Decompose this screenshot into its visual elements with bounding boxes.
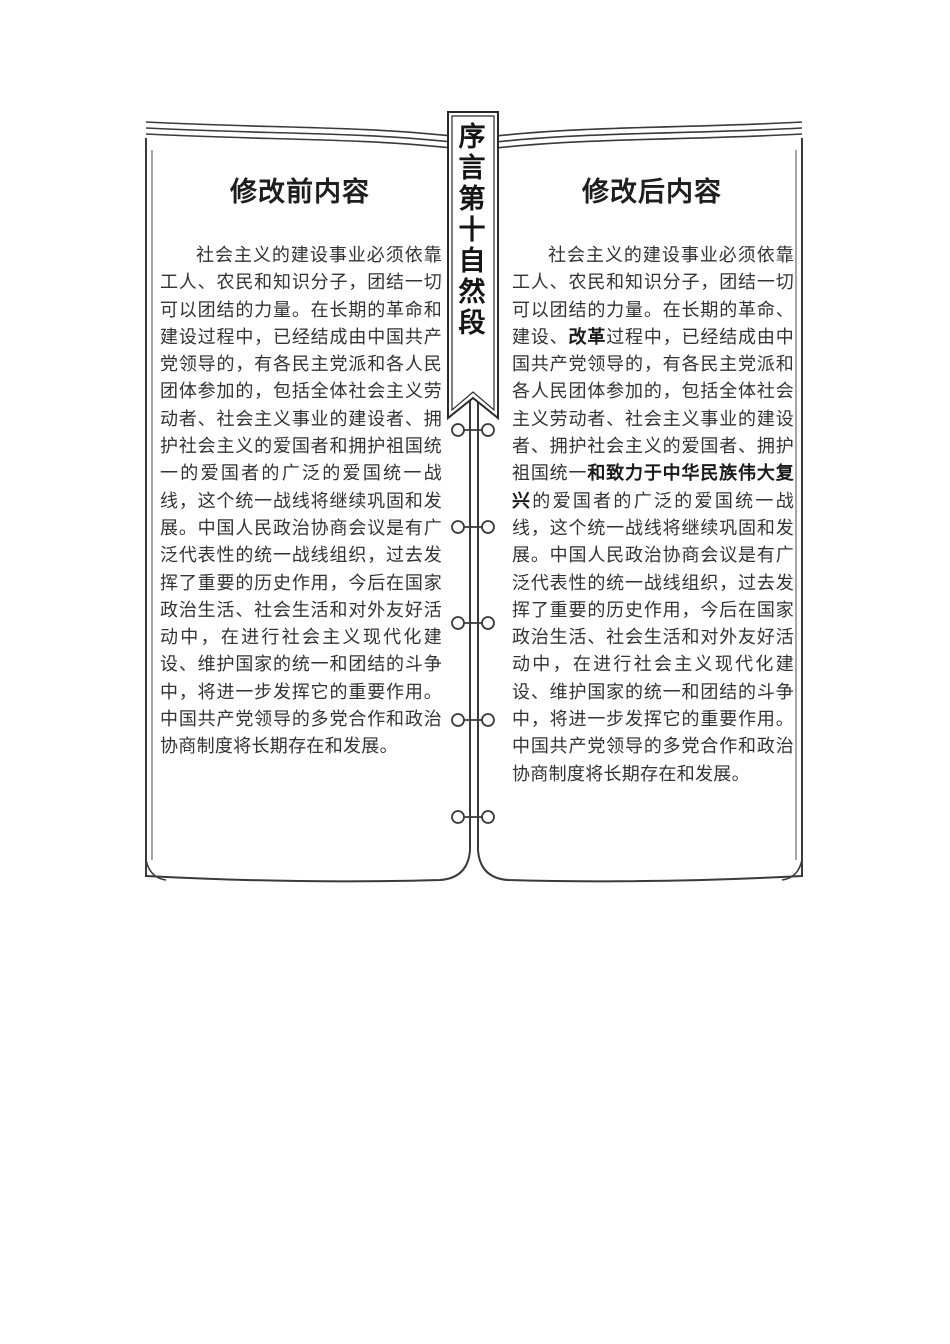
paragraph-text: 过程中，已经结成由中国共产党领导的，有各民主党派和各人民团体参加的，包括全体社会… [512, 326, 794, 485]
binding-ring [451, 616, 495, 630]
left-page-top-edge [145, 121, 453, 149]
right-page-top-edge [495, 121, 803, 149]
left-page-body: 社会主义的建设事业必须依靠工人、农民和知识分子，团结一切可以团结的力量。在长期的… [160, 242, 442, 761]
ribbon-bookmark [447, 111, 499, 421]
binding-ring [451, 423, 495, 437]
left-page-outline [145, 138, 471, 883]
binding-ring [451, 520, 495, 534]
section-title: 序言第十自然段 [458, 122, 486, 339]
left-page-curl [145, 859, 167, 881]
ribbon-inner [451, 115, 495, 412]
paragraph-text: 社会主义的建设事业必须依靠工人、农民和知识分子，团结一切可以团结的力量。在长期的… [512, 245, 794, 348]
highlighted-revision: 改革 [568, 326, 607, 348]
binding-ring [451, 713, 495, 727]
right-page-outline [477, 138, 803, 883]
paragraph-text: 的爱国者的广泛的爱国统一战线，这个统一战线将继续巩固和发展。中国人民政治协商会议… [512, 490, 794, 785]
paragraph-text: 社会主义的建设事业必须依靠工人、农民和知识分子，团结一切可以团结的力量。在长期的… [160, 245, 442, 758]
right-page-curl [781, 859, 803, 881]
right-page-heading: 修改后内容 [582, 177, 722, 208]
binding-rings [451, 423, 495, 824]
right-page-body: 社会主义的建设事业必须依靠工人、农民和知识分子，团结一切可以团结的力量。在长期的… [512, 242, 794, 788]
binding-ring [451, 810, 495, 824]
highlighted-revision: 和致力于中华民族伟大复兴 [512, 463, 794, 512]
left-page-heading: 修改前内容 [230, 177, 370, 208]
